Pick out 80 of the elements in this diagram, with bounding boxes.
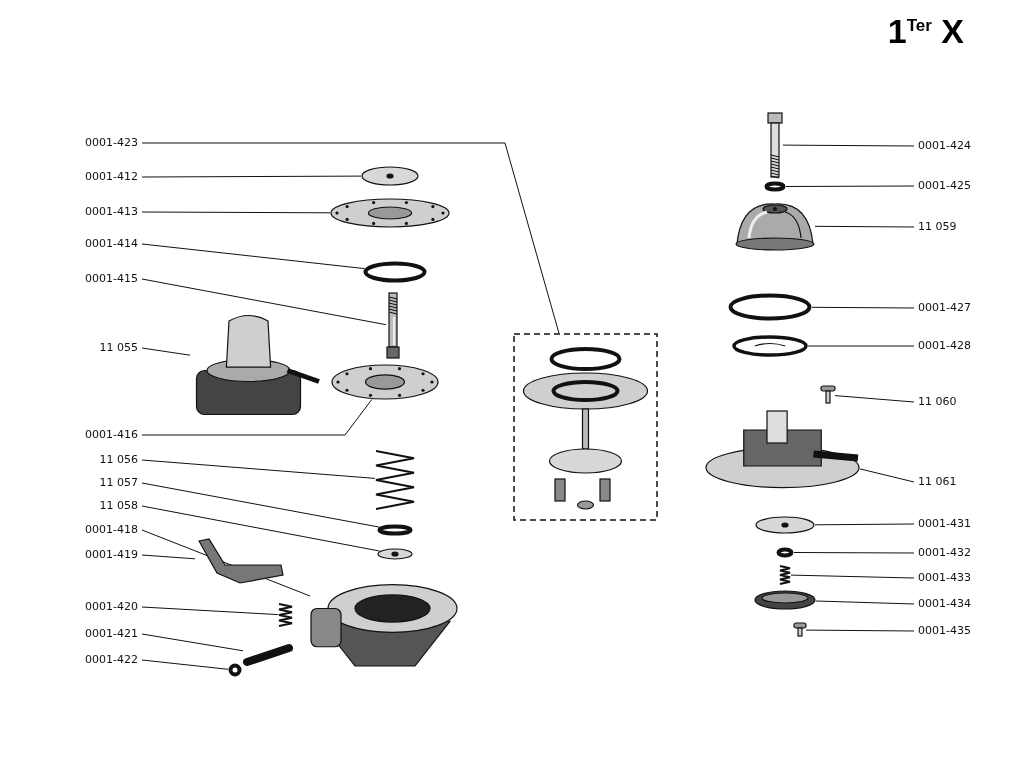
valve-plate-drawing xyxy=(755,516,815,534)
leader-line xyxy=(141,175,362,178)
gasket-drawing xyxy=(728,293,812,321)
page-heading: 1$^{Ter}$ X xyxy=(887,12,964,51)
part-number: 0001-428 xyxy=(918,339,971,353)
diaphragm-drawing xyxy=(330,198,450,228)
leader-line xyxy=(782,144,915,147)
part-number: 0001-413 xyxy=(50,205,138,219)
leader-line xyxy=(785,185,915,187)
spring-drawing xyxy=(375,450,415,510)
part-number: 0001-425 xyxy=(918,179,971,193)
part-number: 0001-433 xyxy=(918,571,971,585)
part-number: 0001-421 xyxy=(50,627,138,641)
leader-line xyxy=(141,459,376,479)
bolt-drawing xyxy=(767,113,783,177)
part-number: 0001-420 xyxy=(50,600,138,614)
leader-line xyxy=(141,211,331,214)
leader-line xyxy=(141,505,380,552)
part-number: 0001-418 xyxy=(50,523,138,537)
washer-drawing xyxy=(764,181,786,192)
leader-line xyxy=(141,659,229,670)
leader-line xyxy=(815,600,915,605)
part-number: 0001-424 xyxy=(918,139,971,153)
leader-line xyxy=(805,629,915,632)
washer-drawing xyxy=(361,166,419,186)
part-number: 0001-416 xyxy=(50,428,138,442)
part-number: 0001-435 xyxy=(918,624,971,638)
leader-line xyxy=(814,523,915,526)
pin-drawing xyxy=(386,293,400,359)
part-number: 11 055 xyxy=(50,341,138,355)
part-number: 0001-427 xyxy=(918,301,971,315)
leader-line xyxy=(859,468,915,483)
spring-drawing xyxy=(779,565,791,585)
part-number: 11 059 xyxy=(918,220,957,234)
part-number: 11 061 xyxy=(918,475,957,489)
parts-kit-frame xyxy=(513,333,658,521)
part-number: 11 057 xyxy=(50,476,138,490)
washer-drawing xyxy=(377,524,413,536)
screw-drawing xyxy=(821,386,835,404)
leader-line xyxy=(807,345,915,347)
leader-line xyxy=(141,347,191,356)
part-number: 0001-431 xyxy=(918,517,971,531)
leader-line xyxy=(141,243,365,270)
leader-line xyxy=(141,142,560,334)
ring-drawing xyxy=(228,663,242,677)
lever-drawing xyxy=(195,537,285,587)
leader-line xyxy=(793,552,915,554)
leader-line xyxy=(141,482,380,528)
leader-line xyxy=(141,278,387,326)
leader-line xyxy=(790,574,915,579)
part-number: 0001-423 xyxy=(50,136,138,150)
part-number: 11 060 xyxy=(918,395,957,409)
leader-line xyxy=(141,633,244,652)
spring-drawing xyxy=(278,603,293,627)
leader-line xyxy=(811,306,915,309)
leader-line xyxy=(141,554,196,560)
part-number: 0001-412 xyxy=(50,170,138,184)
leader-line xyxy=(834,395,915,403)
valve-body-drawing xyxy=(705,410,860,490)
screw-drawing xyxy=(794,623,806,637)
part-number: 0001-432 xyxy=(918,546,971,560)
gasket-drawing xyxy=(732,335,808,357)
part-number: 0001-422 xyxy=(50,653,138,667)
part-number: 0001-414 xyxy=(50,237,138,251)
part-number: 0001-415 xyxy=(50,272,138,286)
part-number: 0001-419 xyxy=(50,548,138,562)
leader-line xyxy=(141,606,279,616)
diaphragm-cup-drawing xyxy=(363,261,427,283)
pin-drawing xyxy=(243,644,293,666)
base-plate-drawing xyxy=(754,590,816,610)
washer-drawing xyxy=(776,547,794,558)
part-number: 11 056 xyxy=(50,453,138,467)
part-number: 0001-434 xyxy=(918,597,971,611)
flange-plate-drawing xyxy=(331,364,439,400)
washer-drawing xyxy=(377,548,413,560)
pump-body-drawing xyxy=(310,583,460,668)
leader-line xyxy=(814,225,915,228)
part-number: 11 058 xyxy=(50,499,138,513)
cover-drawing xyxy=(735,200,815,252)
leader-line xyxy=(141,399,373,436)
